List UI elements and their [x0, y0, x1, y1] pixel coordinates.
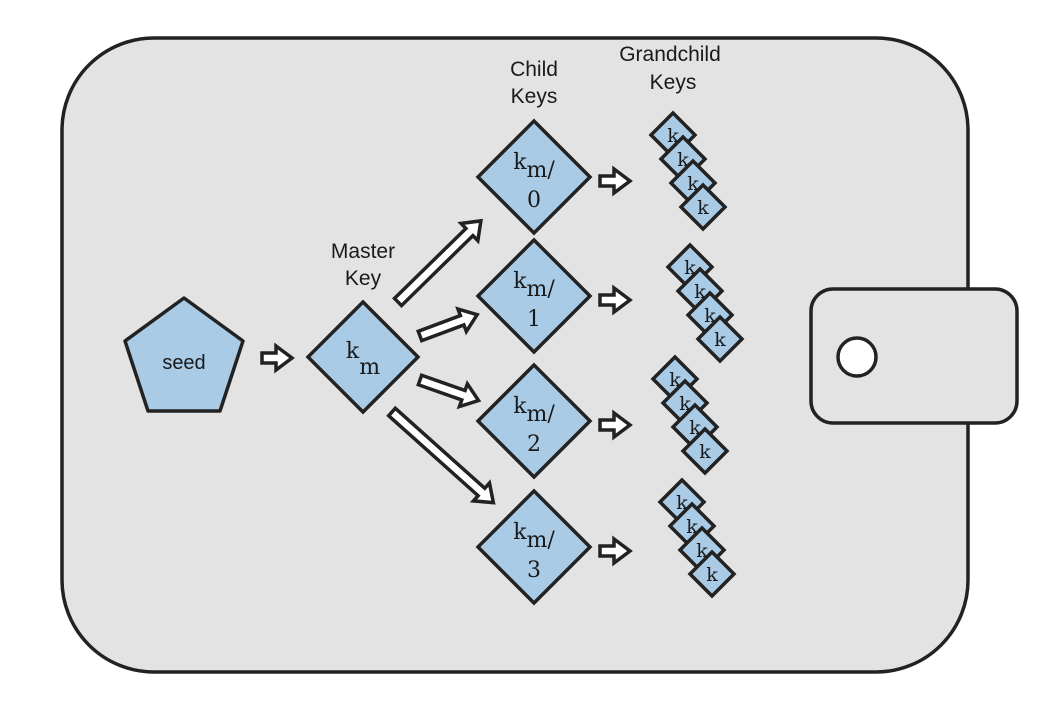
master-key-label: km [346, 339, 380, 380]
grandchild-key-label-2-3: k [699, 441, 711, 463]
grandchild-key-label-3-3: k [706, 564, 718, 586]
grandchild-key-diamond-1-3 [695, 314, 745, 364]
child-key-diamond-2 [475, 362, 593, 480]
arrow-master-to-child-3 [386, 405, 496, 505]
wallet-clasp [809, 287, 1019, 425]
grandchild-key-label-1-3: k [714, 329, 726, 351]
seed-pentagon [123, 296, 245, 413]
child-keys-header-line1: Child [510, 58, 558, 81]
child-key-path-3: m/ [527, 528, 556, 553]
child-key-diamond-0 [475, 118, 593, 236]
grandchild-key-diamond-0-3 [678, 182, 728, 232]
arrow-child-to-grandchild-0 [598, 165, 633, 197]
arrow-master-to-child-0 [392, 218, 483, 309]
child-key-label-3: km/ [513, 520, 555, 553]
child-key-symbol-2: k [513, 394, 527, 419]
grandchild-keys-header-line2: Keys [650, 71, 697, 94]
child-key-label-1: km/ [513, 269, 555, 302]
child-key-label-0: km/ [513, 150, 555, 183]
child-key-index-0: 0 [527, 188, 541, 213]
arrow-seed-to-master [260, 342, 295, 374]
master-key-symbol: k [346, 339, 360, 364]
grandchild-key-label-0-3: k [697, 197, 709, 219]
child-keys-header-line2: Keys [511, 85, 558, 108]
master-key-subscript: m [359, 355, 380, 380]
master-key-diamond [305, 299, 421, 415]
arrow-master-to-child-1 [415, 306, 480, 343]
grandchild-key-diamond-3-3 [687, 549, 737, 599]
child-key-symbol-3: k [513, 520, 527, 545]
wallet-clasp-button [836, 336, 878, 378]
child-key-label-2: km/ [513, 394, 555, 427]
child-key-path-2: m/ [527, 402, 556, 427]
child-key-index-3: 3 [527, 558, 541, 583]
child-key-diamond-3 [475, 488, 593, 606]
arrow-child-to-grandchild-1 [598, 284, 633, 316]
grandchild-key-diamond-2-3 [680, 426, 730, 476]
seed-label: seed [162, 352, 205, 374]
child-key-path-1: m/ [527, 277, 556, 302]
grandchild-keys-header-line1: Grandchild [619, 43, 721, 66]
child-key-path-0: m/ [527, 158, 556, 183]
master-key-header-line1: Master [331, 240, 395, 263]
child-key-index-1: 1 [527, 307, 541, 332]
arrow-child-to-grandchild-2 [598, 409, 633, 441]
arrow-master-to-child-2 [416, 373, 482, 410]
child-key-symbol-1: k [513, 269, 527, 294]
master-key-header-line2: Key [345, 267, 382, 290]
child-key-diamond-1 [475, 237, 593, 355]
arrow-child-to-grandchild-3 [598, 535, 633, 567]
child-key-symbol-0: k [513, 150, 527, 175]
child-key-index-2: 2 [527, 432, 541, 457]
